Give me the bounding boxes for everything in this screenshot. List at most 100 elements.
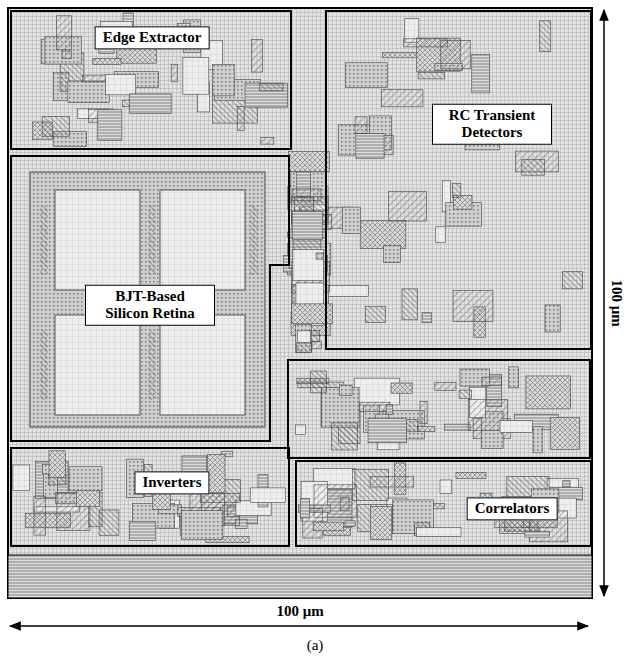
layout-geometry [345, 521, 355, 527]
layout-geometry [418, 427, 435, 432]
layout-geometry [130, 521, 156, 540]
layout-geometry [245, 83, 288, 107]
layout-geometry [293, 249, 324, 280]
layout-geometry [370, 477, 414, 487]
layout-geometry [420, 401, 427, 423]
layout-geometry [365, 306, 385, 322]
layout-geometry [183, 58, 209, 95]
layout-geometry [391, 383, 412, 393]
circuit-block: Inverters [10, 447, 290, 547]
layout-geometry [404, 39, 448, 47]
layout-geometry [550, 417, 579, 449]
layout-geometry [526, 376, 571, 409]
layout-geometry [370, 507, 391, 540]
layout-geometry [389, 191, 427, 221]
layout-geometry [525, 531, 549, 537]
layout-geometry [289, 151, 330, 171]
layout-geometry [213, 65, 235, 96]
circuit-block: Correlators [295, 460, 592, 547]
layout-geometry [98, 110, 122, 141]
layout-geometry [368, 418, 407, 443]
layout-geometry [291, 167, 325, 204]
layout-geometry [171, 64, 177, 82]
layout-geometry [182, 511, 223, 540]
layout-geometry [435, 382, 456, 390]
layout-geometry [42, 117, 69, 137]
layout-geometry [300, 498, 309, 518]
layout-geometry [13, 465, 30, 491]
layout-geometry [296, 425, 306, 435]
layout-geometry [339, 385, 352, 395]
layout-geometry [440, 480, 452, 494]
layout-geometry [251, 39, 262, 72]
circuit-block: BJT-Based Silicon Retina [10, 155, 290, 442]
layout-geometry [68, 81, 109, 102]
layout-geometry [83, 75, 109, 82]
layout-geometry [436, 227, 446, 243]
layout-geometry [540, 21, 551, 51]
dimension-label: 100 μm [273, 603, 326, 620]
layout-geometry [418, 73, 445, 79]
layout-geometry [416, 528, 460, 537]
layout-geometry [355, 117, 367, 134]
layout-geometry [130, 94, 171, 114]
layout-geometry [207, 455, 225, 493]
layout-geometry [332, 423, 358, 450]
layout-geometry [386, 405, 393, 415]
layout-geometry [34, 496, 46, 535]
layout-geometry [381, 90, 423, 107]
layout-geometry [342, 207, 360, 234]
layout-geometry [259, 83, 283, 91]
layout-geometry [383, 52, 417, 57]
layout-geometry [453, 183, 461, 197]
layout-geometry [402, 289, 417, 320]
layout-geometry [545, 305, 560, 332]
layout-geometry [444, 424, 470, 430]
layout-geometry [360, 220, 406, 248]
layout-geometry [49, 451, 65, 478]
layout-geometry [261, 137, 274, 144]
layout-geometry [297, 343, 312, 352]
layout-geometry [93, 59, 121, 65]
layout-geometry [533, 427, 542, 453]
circuit-block: RC Transient Detectors [325, 10, 592, 350]
layout-geometry [297, 331, 310, 343]
layout-geometry [459, 390, 471, 398]
layout-geometry [356, 133, 384, 158]
layout-geometry [346, 63, 388, 88]
layout-geometry [314, 485, 356, 518]
layout-geometry [314, 522, 344, 531]
layout-geometry [563, 481, 570, 487]
layout-geometry [384, 246, 401, 263]
layout-geometry [62, 51, 71, 58]
layout-geometry [250, 488, 285, 503]
layout-geometry [383, 136, 393, 155]
layout-geometry [56, 16, 71, 50]
circuit-block: Edge Extractor [10, 10, 292, 150]
layout-geometry [292, 211, 322, 239]
layout-geometry [237, 107, 244, 131]
layout-geometry [106, 74, 136, 94]
dimension-label: 100 μm [609, 276, 626, 329]
block-label: Edge Extractor [95, 26, 210, 49]
layout-geometry [472, 55, 490, 93]
block-label: Inverters [134, 471, 209, 494]
layout-geometry [482, 377, 502, 386]
panel-label: (a) [304, 637, 327, 654]
layout-geometry [522, 159, 545, 175]
block-label: RC Transient Detectors [432, 104, 552, 145]
layout-geometry [500, 421, 532, 433]
layout-geometry [422, 313, 431, 323]
block-label: BJT-Based Silicon Retina [85, 285, 215, 326]
layout-geometry [359, 402, 389, 411]
block-label: Correlators [467, 497, 558, 520]
layout-geometry [328, 286, 369, 297]
layout-geometry [296, 325, 312, 353]
layout-geometry [311, 371, 327, 393]
layout-geometry [453, 290, 493, 321]
layout-geometry [562, 272, 582, 289]
layout-geometry [456, 472, 486, 478]
layout-geometry [508, 367, 518, 388]
